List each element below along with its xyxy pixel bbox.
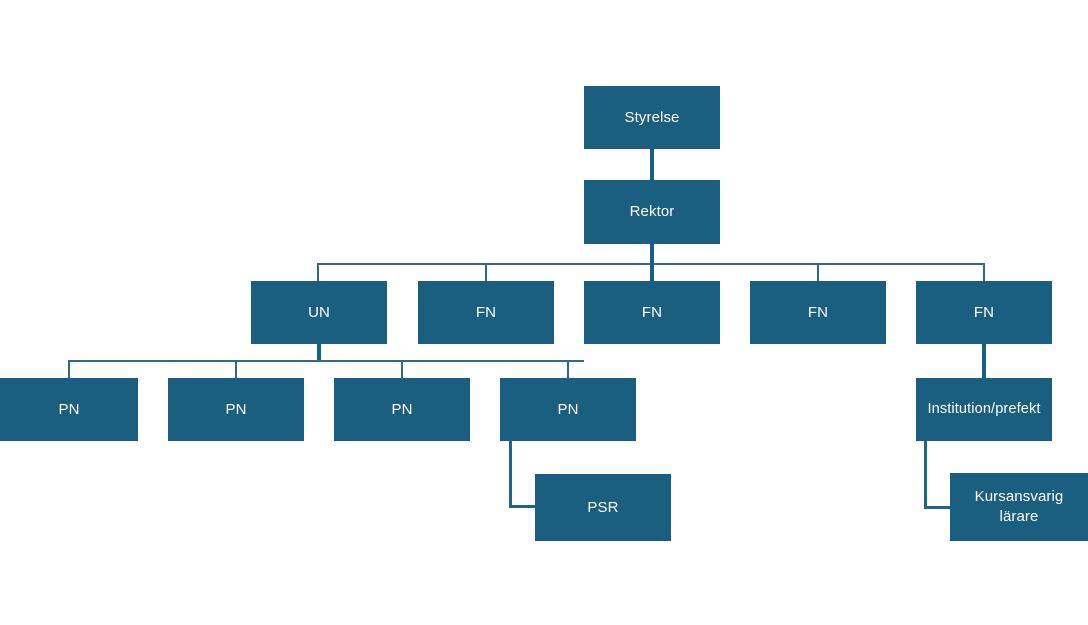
node-institution-prefekt[interactable]: Institution/prefekt bbox=[916, 378, 1052, 441]
node-pn-1[interactable]: PN bbox=[0, 378, 138, 441]
connector-drop-fn2 bbox=[650, 263, 654, 281]
connector-bus-level4 bbox=[68, 360, 584, 362]
connector-drop-pn2 bbox=[235, 360, 237, 378]
connector-drop-pn1 bbox=[68, 360, 70, 378]
node-styrelse[interactable]: Styrelse bbox=[584, 86, 720, 149]
node-fn-1[interactable]: FN bbox=[418, 281, 554, 344]
node-fn-3[interactable]: FN bbox=[750, 281, 886, 344]
connector-drop-pn4 bbox=[567, 360, 569, 378]
connector-institution-kursansvarig-vertical bbox=[924, 441, 927, 508]
node-fn-2[interactable]: FN bbox=[584, 281, 720, 344]
connector-drop-un bbox=[317, 263, 319, 281]
node-pn-4[interactable]: PN bbox=[500, 378, 636, 441]
connector-drop-fn1 bbox=[485, 263, 487, 281]
connector-fn4-institution bbox=[982, 344, 986, 378]
node-pn-2[interactable]: PN bbox=[168, 378, 304, 441]
connector-pn4-psr-horizontal bbox=[509, 505, 538, 508]
connector-drop-fn3 bbox=[817, 263, 819, 281]
node-psr[interactable]: PSR bbox=[535, 474, 671, 541]
connector-styrelse-rektor bbox=[650, 149, 654, 180]
node-un[interactable]: UN bbox=[251, 281, 387, 344]
connector-pn4-psr-vertical bbox=[509, 441, 512, 507]
connector-drop-fn4 bbox=[983, 263, 985, 281]
node-pn-3[interactable]: PN bbox=[334, 378, 470, 441]
node-rektor[interactable]: Rektor bbox=[584, 180, 720, 244]
connector-drop-pn3 bbox=[401, 360, 403, 378]
node-kursansvarig-larare[interactable]: Kursansvarig lärare bbox=[950, 473, 1088, 541]
node-fn-4[interactable]: FN bbox=[916, 281, 1052, 344]
connector-un-down bbox=[317, 344, 321, 361]
connector-rektor-down bbox=[650, 244, 654, 264]
connector-institution-kursansvarig-horizontal bbox=[924, 506, 953, 509]
